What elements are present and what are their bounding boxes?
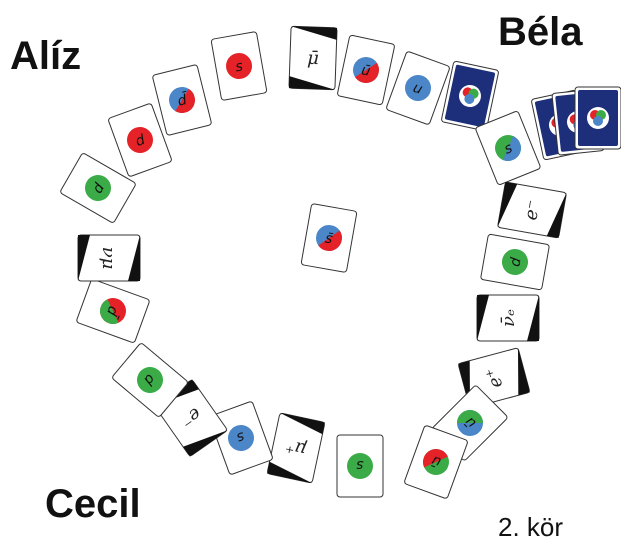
card-label: e⁻ [520,198,544,221]
ring-card: νμ [77,234,141,282]
ring-card: d [60,153,136,223]
player-name-bela: Béla [498,10,583,54]
ring-card: ν̄ₑ [476,294,540,342]
color-charge-icon [226,53,252,79]
color-charge-icon [405,75,431,101]
ring-card: d̄ [152,64,212,136]
ring-card: s [210,31,268,101]
round-label: 2. kör [498,512,564,542]
ring-card: d [112,343,188,417]
player-name-aliz: Alíz [10,34,82,78]
color-charge-icon [451,404,489,442]
ring-card: d [108,103,172,177]
center-card: s̄ [300,203,358,273]
bela-hand [531,86,621,161]
ring-card [441,60,499,132]
color-charge-icon [228,425,254,451]
color-charge-icon [502,249,528,275]
ring-card: ū [337,34,395,106]
color-charge-icon [85,175,111,201]
ring-card: s [475,111,541,185]
ring-card: e⁻ [497,181,567,239]
card-label: s [234,58,244,75]
card-label: ū [360,62,372,80]
color-charge-icon [166,84,198,116]
color-charge-icon [137,367,163,393]
ring-card: s [209,401,273,475]
ring-card: u [386,51,450,125]
hand-card [574,86,621,150]
card-label: s [356,457,363,473]
ring-card: d [480,233,550,291]
card-label: s̄ [324,230,334,247]
card-label: d [507,256,524,268]
color-charge-icon [350,54,382,86]
color-charge-icon [127,127,153,153]
color-charge-icon [347,453,373,479]
ring-card: s [336,434,384,498]
center-pile: s̄ [300,203,358,273]
quark-logo-icon [587,107,609,129]
ring-card: μ⁺ [267,412,325,484]
ring-card: ū [404,425,468,499]
card-label: νμ [98,247,119,270]
quark-logo-icon [459,85,481,107]
player-name-cecil: Cecil [45,482,141,526]
ring-card: μ̄ [288,25,338,91]
card-label: μ⁺ [284,435,309,460]
card-label: μ̄ [307,48,319,69]
ring-card: d̄ [76,279,150,343]
color-charge-icon [313,222,345,254]
card-label: ν̄ₑ [498,309,519,327]
